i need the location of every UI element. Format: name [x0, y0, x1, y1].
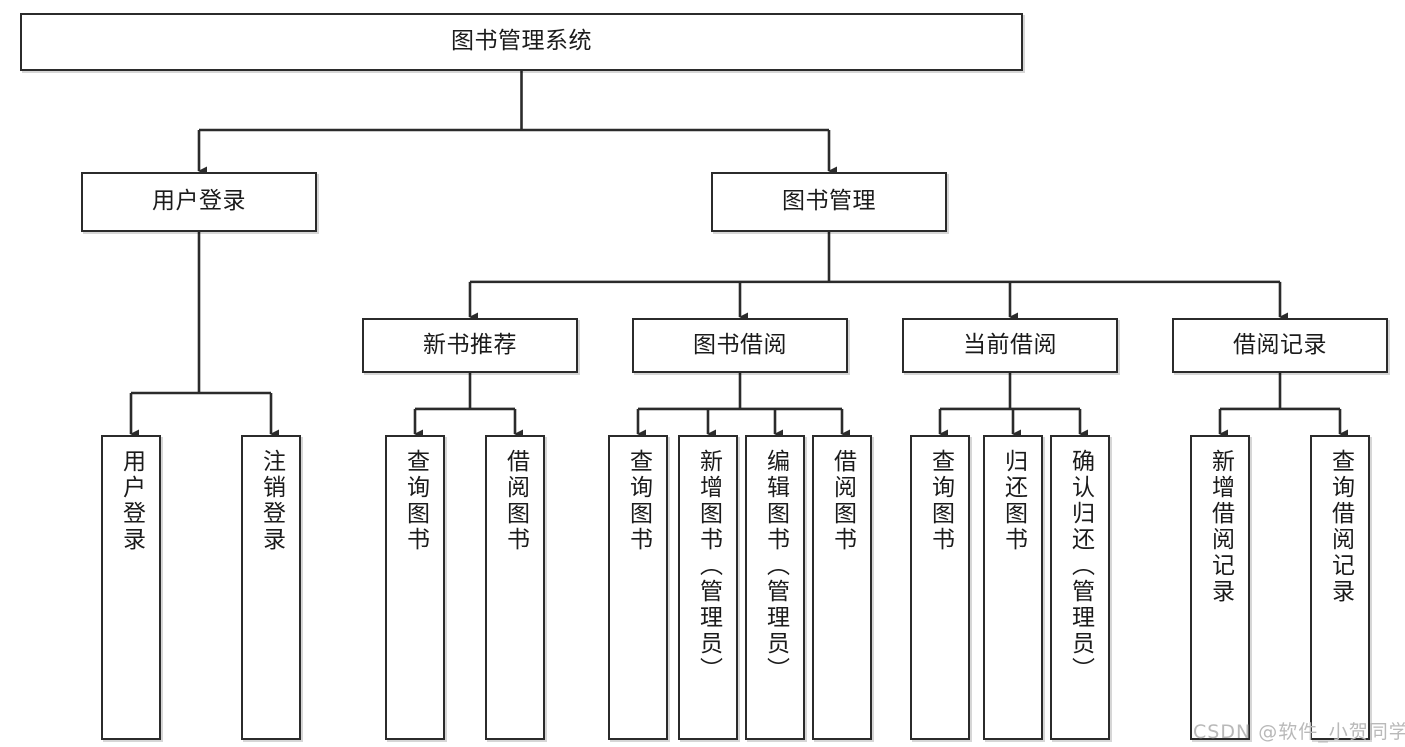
node-leaf-query-book-2[interactable]: 查询图书 — [608, 435, 668, 740]
node-user-login[interactable]: 用户登录 — [81, 172, 317, 232]
watermark-label: CSDN @软件_小贺同学 — [1193, 721, 1405, 743]
node-label: 新增借阅记录 — [1207, 449, 1234, 605]
node-label: 借阅记录 — [1233, 331, 1327, 358]
node-label: 注销登录 — [258, 449, 285, 553]
node-leaf-borrow-book-2[interactable]: 借阅图书 — [812, 435, 872, 740]
node-book-manage[interactable]: 图书管理 — [711, 172, 947, 232]
node-leaf-add-record[interactable]: 新增借阅记录 — [1190, 435, 1250, 740]
node-leaf-query-book-1[interactable]: 查询图书 — [385, 435, 445, 740]
node-leaf-edit-book[interactable]: 编辑图书（管理员） — [745, 435, 805, 740]
node-label: 当前借阅 — [963, 331, 1057, 358]
node-new-book-rec[interactable]: 新书推荐 — [362, 318, 578, 373]
node-label: 用户登录 — [152, 188, 246, 215]
node-leaf-return-book[interactable]: 归还图书 — [983, 435, 1043, 740]
node-label: 查询图书 — [625, 449, 652, 553]
node-leaf-query-record[interactable]: 查询借阅记录 — [1310, 435, 1370, 740]
node-leaf-query-book-3[interactable]: 查询图书 — [910, 435, 970, 740]
node-leaf-confirm-return[interactable]: 确认归还（管理员） — [1050, 435, 1110, 740]
edge-group — [129, 71, 1348, 439]
node-book-borrow[interactable]: 图书借阅 — [632, 318, 848, 373]
node-label: 新书推荐 — [423, 331, 517, 358]
node-current-borrow[interactable]: 当前借阅 — [902, 318, 1118, 373]
node-leaf-user-login[interactable]: 用户登录 — [101, 435, 161, 740]
node-leaf-logout[interactable]: 注销登录 — [241, 435, 301, 740]
node-label: 确认归还（管理员） — [1067, 449, 1094, 683]
node-label: 查询图书 — [402, 449, 429, 553]
node-root[interactable]: 图书管理系统 — [20, 13, 1023, 71]
node-borrow-record[interactable]: 借阅记录 — [1172, 318, 1388, 373]
node-label: 归还图书 — [1000, 449, 1027, 553]
node-leaf-add-book[interactable]: 新增图书（管理员） — [678, 435, 738, 740]
node-label: 图书借阅 — [693, 331, 787, 358]
node-label: 新增图书（管理员） — [695, 449, 722, 683]
node-label: 查询图书 — [927, 449, 954, 553]
node-label: 图书管理 — [782, 188, 876, 215]
node-label: 用户登录 — [118, 449, 145, 553]
node-label: 图书管理系统 — [451, 28, 592, 55]
node-label: 借阅图书 — [829, 449, 856, 553]
node-label: 查询借阅记录 — [1327, 449, 1354, 605]
node-label: 编辑图书（管理员） — [762, 449, 789, 683]
node-leaf-borrow-book-1[interactable]: 借阅图书 — [485, 435, 545, 740]
node-label: 借阅图书 — [502, 449, 529, 553]
